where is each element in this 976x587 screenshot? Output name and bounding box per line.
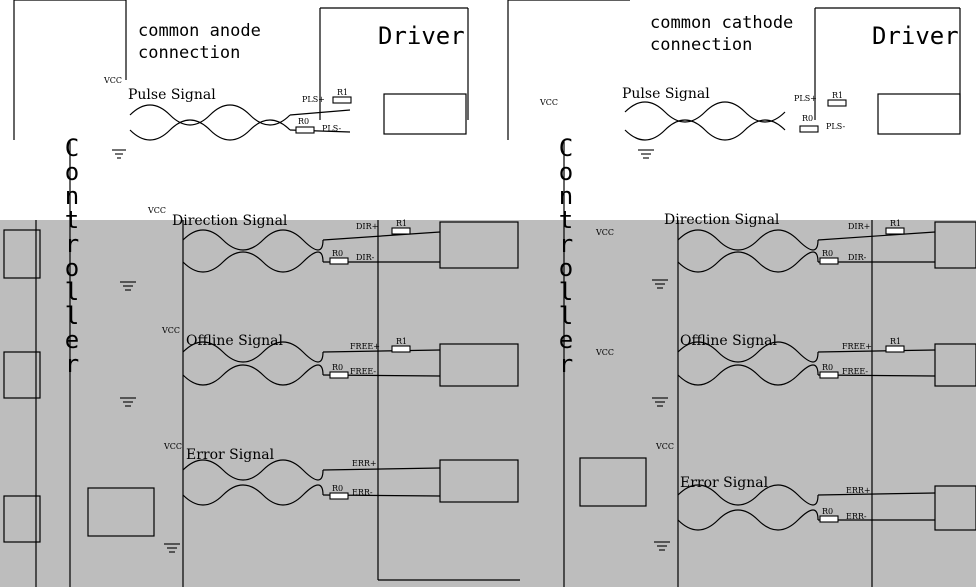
right-direction-signal-label: Direction Signal: [664, 212, 780, 228]
left-driver-label: Driver: [378, 22, 465, 50]
right-vcc-direction: VCC: [596, 228, 615, 237]
left-r1-offline: R1: [396, 337, 408, 346]
right-driver-label: Driver: [872, 22, 959, 50]
right-r0-direction: R0: [822, 249, 834, 258]
left-r0-error: R0: [332, 484, 344, 493]
left-title: common anode connection: [138, 21, 261, 63]
left-r1-direction: R1: [396, 219, 408, 228]
right-pin-pls-minus: PLS-: [826, 122, 846, 131]
right-pulse-signal-label: Pulse Signal: [622, 86, 710, 102]
left-pin-free-minus: FREE-: [350, 367, 377, 376]
right-r0-error: R0: [822, 507, 834, 516]
left-pin-dir-plus: DIR+: [356, 222, 379, 231]
right-pin-err-minus: ERR-: [846, 512, 867, 521]
right-vcc-pulse: VCC: [540, 98, 559, 107]
left-pin-err-plus: ERR+: [352, 459, 377, 468]
left-controller-label: Controller: [64, 134, 80, 378]
right-pin-pls-plus: PLS+: [794, 94, 817, 103]
left-pin-pls-minus: PLS-: [322, 124, 342, 133]
left-pin-err-minus: ERR-: [352, 488, 373, 497]
left-pin-pls-plus: PLS+: [302, 95, 325, 104]
left-vcc-offline: VCC: [162, 326, 181, 335]
grey-panel: [0, 220, 976, 587]
right-vcc-offline: VCC: [596, 348, 615, 357]
right-r0-offline: R0: [822, 363, 834, 372]
right-title: common cathode connection: [650, 13, 794, 55]
left-pin-free-plus: FREE+: [350, 342, 380, 351]
left-vcc-direction: VCC: [148, 206, 167, 215]
left-direction-signal-label: Direction Signal: [172, 213, 288, 229]
left-offline-signal-label: Offline Signal: [186, 333, 284, 349]
right-controller-label: Controller: [558, 134, 574, 378]
right-vcc-error: VCC: [656, 442, 675, 451]
left-r0-direction: R0: [332, 249, 344, 258]
right-error-signal-label: Error Signal: [680, 475, 769, 491]
left-vcc-pulse: VCC: [104, 76, 123, 85]
right-r1-pulse: R1: [832, 91, 844, 100]
right-pin-free-minus: FREE-: [842, 367, 869, 376]
right-pin-dir-minus: DIR-: [848, 253, 867, 262]
right-r1-offline: R1: [890, 337, 902, 346]
right-offline-signal-label: Offline Signal: [680, 333, 778, 349]
right-pin-err-plus: ERR+: [846, 486, 871, 495]
right-pin-dir-plus: DIR+: [848, 222, 871, 231]
left-r0-pulse: R0: [298, 117, 310, 126]
left-pin-dir-minus: DIR-: [356, 253, 375, 262]
left-error-signal-label: Error Signal: [186, 447, 275, 463]
left-pulse-signal-label: Pulse Signal: [128, 87, 216, 103]
right-pin-free-plus: FREE+: [842, 342, 872, 351]
left-vcc-error: VCC: [164, 442, 183, 451]
left-r1-pulse: R1: [337, 88, 349, 97]
right-r1-direction: R1: [890, 219, 902, 228]
right-r0-pulse: R0: [802, 114, 814, 123]
left-r0-offline: R0: [332, 363, 344, 372]
